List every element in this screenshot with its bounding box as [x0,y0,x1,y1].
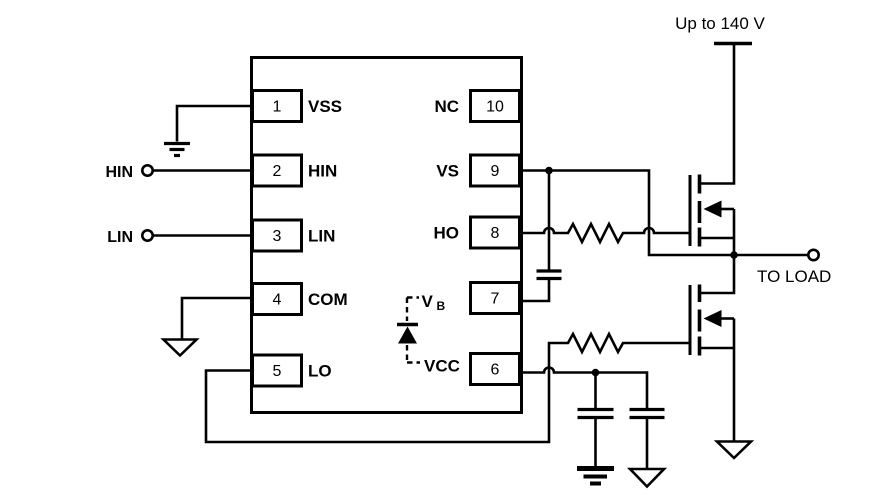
mosfet-drain-lead [699,255,736,295]
earth-ground-icon [577,466,614,486]
high-side-mosfet [688,174,736,255]
pin-number-9: 9 [491,163,500,180]
pin-label-hin: HIN [308,162,337,181]
vcc-capacitor-1 [577,407,614,466]
pin-box-10 [469,89,521,123]
pin-number-10: 10 [486,99,504,116]
lin-input-net: LIN [107,229,253,246]
pin-box-5 [251,353,303,388]
pin-number-5: 5 [273,363,282,380]
body-diode-arrow-icon [703,200,722,218]
pin-box-2 [251,153,303,188]
earth-ground-icon [164,141,190,158]
pin-number-4: 4 [273,292,282,309]
wire-vss-to-ground [175,104,253,142]
pin-box-6 [469,352,521,386]
pin-number-2: 2 [273,163,282,180]
hin-terminal-icon [141,164,155,178]
load-label: TO LOAD [757,267,831,286]
chassis-ground-icon [626,467,668,489]
vcc-capacitor-2 [629,407,665,469]
chassis-ground-icon [160,338,200,358]
com-ground-net [160,296,253,358]
hin-input-label: HIN [105,164,133,181]
vss-ground-net [164,104,253,158]
pin-label-vs: VS [436,162,459,181]
pin-box-4 [251,282,303,316]
lin-terminal-icon [141,229,155,243]
pin-number-7: 7 [491,291,500,308]
body-diode-arrow-icon [703,310,722,327]
pin-label-com: COM [308,290,348,309]
bootstrap-diode: V B VCC [397,292,460,376]
lin-input-label: LIN [107,229,133,246]
low-side-mosfet [688,255,755,460]
pin-box-9 [469,153,521,188]
wire-rail-to-drain [699,43,736,185]
pin-label-vcc: VCC [424,357,460,376]
pin-box-7 [469,281,521,315]
pin-box-1 [251,89,303,123]
pin-box-3 [251,218,303,253]
pin-label-vb-subscript: B [437,299,446,313]
hv-supply-rail: Up to 140 V [675,14,766,185]
pin-number-6: 6 [491,362,500,379]
mosfet-source-lead [699,209,736,255]
load-terminal-icon [806,248,820,262]
pin-label-lo: LO [308,362,332,381]
wire-ho-gate-drive [519,221,690,245]
wire-vcc [519,366,649,409]
pin-label-ho: HO [434,224,460,243]
pin-number-1: 1 [273,99,282,116]
wire-vs-to-switch-node [519,169,734,257]
vcc-decoupling-net [519,366,668,489]
pin-number-3: 3 [273,228,282,245]
mosfet-source-lead [699,318,736,442]
hin-input-net: HIN [105,164,253,181]
pin-number-8: 8 [491,225,500,242]
pin-label-nc: NC [434,97,459,116]
wire-lo-gate-drive [204,331,690,444]
diode-arrow-icon [398,326,417,344]
pin-box-8 [469,215,521,250]
supply-voltage-label: Up to 140 V [675,14,765,33]
load-output: TO LOAD [734,248,831,286]
pin-label-vb: V [422,292,434,311]
pin-label-lin: LIN [308,227,335,246]
pin-label-vss: VSS [308,97,342,116]
wire-com-to-ground [180,296,253,340]
chassis-ground-icon [713,440,755,460]
bootstrap-capacitor [519,170,562,303]
